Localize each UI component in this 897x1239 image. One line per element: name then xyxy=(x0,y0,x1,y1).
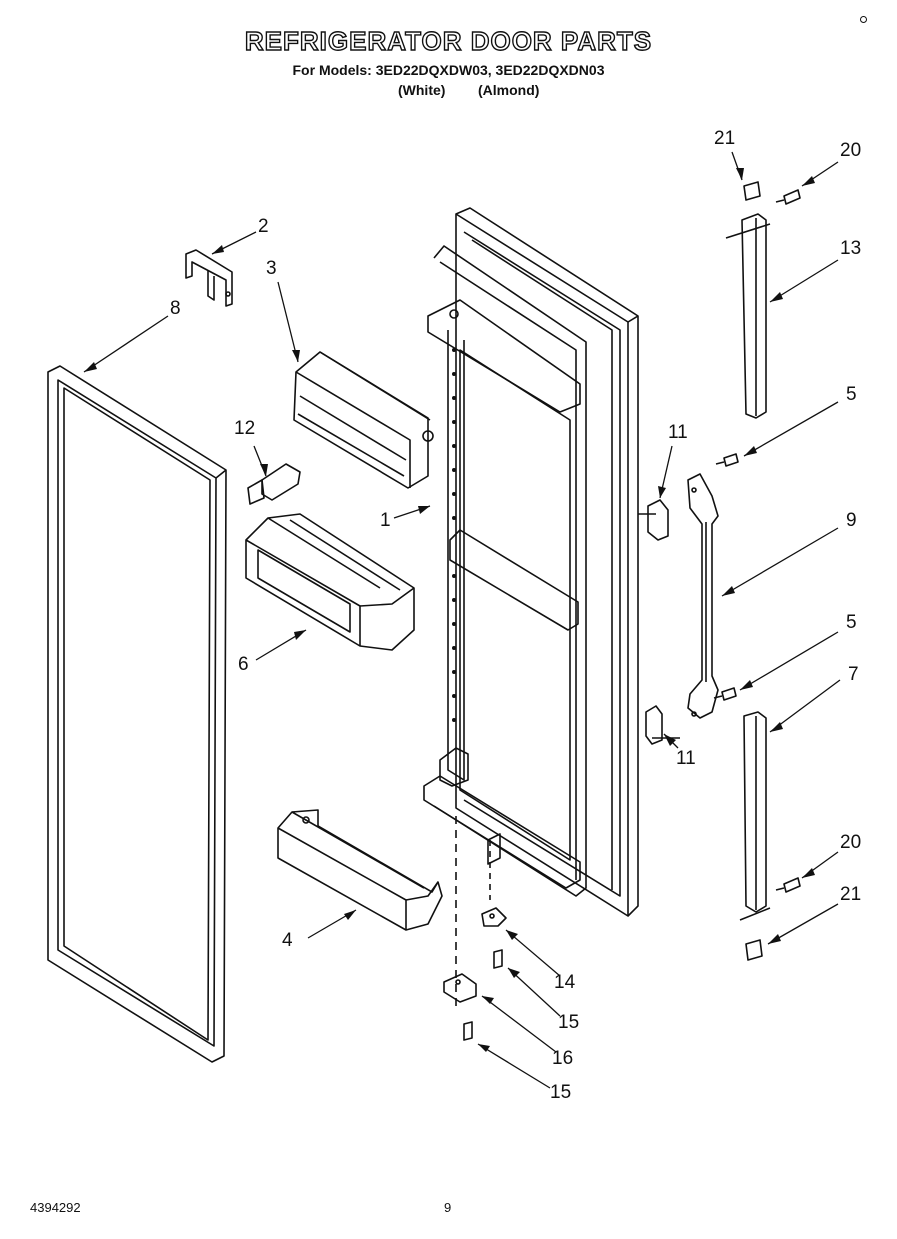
callout-11-upper: 11 xyxy=(668,422,688,443)
callout-3: 3 xyxy=(266,258,277,279)
trim-strip-part-13 xyxy=(725,213,771,419)
cap-part-21-bottom xyxy=(745,939,763,961)
door-shelf-part-4 xyxy=(277,809,443,931)
leader-lines xyxy=(83,151,841,1089)
gasket-part-8 xyxy=(47,365,227,1063)
dairy-door-part-3 xyxy=(293,351,434,489)
handle-part-9 xyxy=(687,473,719,719)
screw-part-20-bottom xyxy=(775,877,801,893)
callout-12: 12 xyxy=(234,418,256,439)
document-number: 4394292 xyxy=(30,1200,81,1215)
clip-part-11-upper xyxy=(638,499,669,541)
callout-16: 16 xyxy=(552,1048,574,1069)
callout-13: 13 xyxy=(840,238,862,259)
bracket-part-2 xyxy=(185,249,233,307)
clip-part-11-lower xyxy=(645,705,680,745)
callout-15-lower: 15 xyxy=(550,1082,572,1103)
callout-2: 2 xyxy=(258,216,269,237)
corner-mark xyxy=(860,16,867,23)
model-numbers: For Models: 3ED22DQXDW03, 3ED22DQXDN03 xyxy=(292,62,605,78)
door-part-1 xyxy=(423,207,639,917)
callout-6: 6 xyxy=(238,654,249,675)
leader-arrowheads xyxy=(84,168,815,1052)
callout-4: 4 xyxy=(282,930,293,951)
cap-part-21-top xyxy=(743,181,761,201)
callout-5-lower: 5 xyxy=(846,612,857,633)
door-peg-holes xyxy=(452,348,456,722)
callout-8: 8 xyxy=(170,298,181,319)
callout-1: 1 xyxy=(380,510,391,531)
screw-part-15-lower xyxy=(463,1021,473,1041)
callout-15-upper: 15 xyxy=(558,1012,580,1033)
clip-part-12 xyxy=(247,463,301,505)
variant-almond: (Almond) xyxy=(478,82,540,98)
page-number: 9 xyxy=(444,1200,452,1215)
screw-part-20-top xyxy=(775,189,801,205)
callout-9: 9 xyxy=(846,510,857,531)
page-title: REFRIGERATOR DOOR PARTS xyxy=(244,25,653,56)
callout-20-top: 20 xyxy=(840,140,862,161)
callout-14: 14 xyxy=(554,972,576,993)
callout-21-top: 21 xyxy=(714,128,736,149)
dairy-bin-part-6 xyxy=(245,513,415,651)
callout-20-bottom: 20 xyxy=(840,832,862,853)
variant-white: (White) xyxy=(398,82,446,98)
bushing-part-14 xyxy=(481,907,507,927)
callout-21-bottom: 21 xyxy=(840,884,862,905)
callout-11-lower: 11 xyxy=(676,748,696,769)
callout-7: 7 xyxy=(848,664,859,685)
trim-strip-part-7 xyxy=(739,711,771,921)
screw-part-5-upper xyxy=(715,453,739,467)
screw-part-15-upper xyxy=(493,949,503,969)
hinge-part-16 xyxy=(443,973,477,1003)
screw-part-5-lower xyxy=(713,687,737,701)
callout-5-upper: 5 xyxy=(846,384,857,405)
